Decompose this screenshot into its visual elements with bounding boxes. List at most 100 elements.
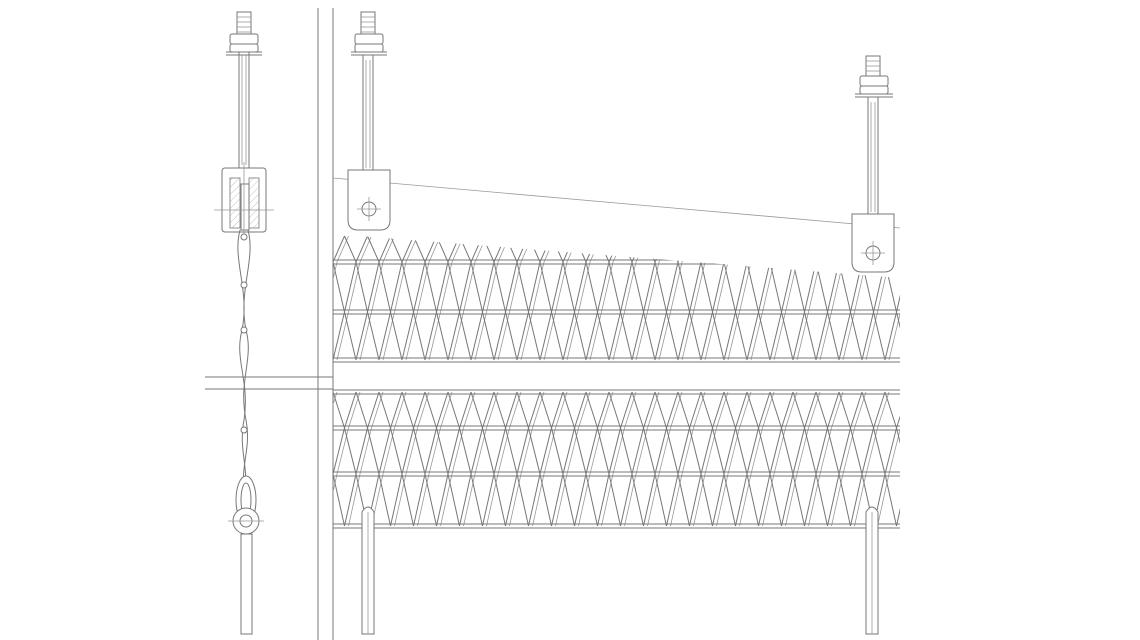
mesh-wire [424,311,437,361]
side-view [214,11,274,635]
mesh-wire [585,473,598,527]
mesh-wire [620,427,633,475]
mesh-wire [792,473,805,527]
mesh-wire [792,261,805,313]
mesh-wire [528,311,541,361]
mesh-wire [597,261,610,313]
mesh-wire [901,392,913,428]
side-clevis [214,162,274,240]
mesh-wire [884,473,897,527]
mesh-wire [758,261,771,313]
mesh-wire [482,261,495,313]
mesh-wire [712,391,725,429]
mesh-wire [758,391,771,429]
mesh-wire [723,261,736,313]
mesh-wire [827,235,840,263]
mesh-wire [620,473,633,527]
mesh-wire [424,473,437,527]
mesh-wire [677,235,690,263]
mesh-wire [539,261,552,313]
mesh-wire [447,261,460,313]
mesh-wire [666,261,679,313]
mesh-wire [413,391,426,429]
left-suspension-rod [351,11,387,170]
mesh-wire [781,473,794,527]
mesh-wire [459,391,472,429]
mesh-wire [482,311,495,361]
mesh-wire [390,261,403,313]
mesh-wire [781,235,794,263]
mesh-wire [861,391,874,429]
mesh-wire [781,427,794,475]
mesh-wire [585,427,598,475]
mesh-wire [608,427,621,475]
mesh-wire [333,473,338,527]
mesh-wire [643,235,656,263]
mesh-wire [896,391,900,429]
mesh-wire [505,427,518,475]
mesh-wire [689,427,702,475]
mesh-wire [333,261,345,313]
mesh-wire [712,473,725,527]
mesh-wire [378,261,391,313]
mesh-wire [333,261,334,313]
mesh-wire [920,236,932,262]
mesh-wire [677,427,690,475]
front-view [332,11,932,635]
mesh-wire [838,311,851,361]
mesh-wire [401,427,414,475]
mesh-wire [367,261,380,313]
mesh-wire [884,311,897,361]
mesh-wire [792,311,805,361]
mesh-wire [333,235,345,263]
mesh-wire [333,473,345,527]
mesh-wire [712,311,725,361]
mesh-wire [482,235,495,263]
bottom-post-right [865,506,879,635]
mesh-wire [677,391,690,429]
mesh-wire [735,261,748,313]
mesh-wire [908,392,920,428]
mesh-wire [746,473,759,527]
mesh-wire [401,261,414,313]
mesh-wire [562,473,575,527]
mesh-wire [677,311,690,361]
mesh-wire [908,262,920,312]
mesh-wire [401,311,414,361]
mesh-wire [838,235,851,263]
mesh-wire [470,473,483,527]
mesh-wire [643,311,656,361]
mesh-wire [562,391,575,429]
mesh-wire [436,391,449,429]
mesh-wire [355,235,368,263]
mesh-wire [355,261,368,313]
mesh-wire [908,474,920,526]
mesh-wire [658,235,671,263]
mesh-wire [815,261,828,313]
mesh-wire [689,473,702,527]
mesh-wire [769,311,782,361]
mesh-wire [413,261,426,313]
mesh-wire [654,391,667,429]
mesh-wire [333,473,334,527]
mesh-wire [654,235,667,263]
mesh-wire [493,261,506,313]
mesh-wire [750,235,763,263]
mesh-wire [378,311,391,361]
mesh-wire [861,311,874,361]
mesh-wire [459,427,472,475]
mesh-wire [551,473,564,527]
mesh-wire [901,262,913,312]
mesh-wire [896,261,900,313]
mesh-wire [815,391,828,429]
mesh-wire [378,235,391,263]
mesh-wire [827,473,840,527]
mesh-wire [677,261,690,313]
mesh-wire [539,427,552,475]
mesh-wire [827,427,840,475]
mesh-wire [528,427,541,475]
mesh-wire [873,427,886,475]
mesh-wire [459,473,472,527]
mesh-wire [562,427,575,475]
mesh-wire [819,235,832,263]
